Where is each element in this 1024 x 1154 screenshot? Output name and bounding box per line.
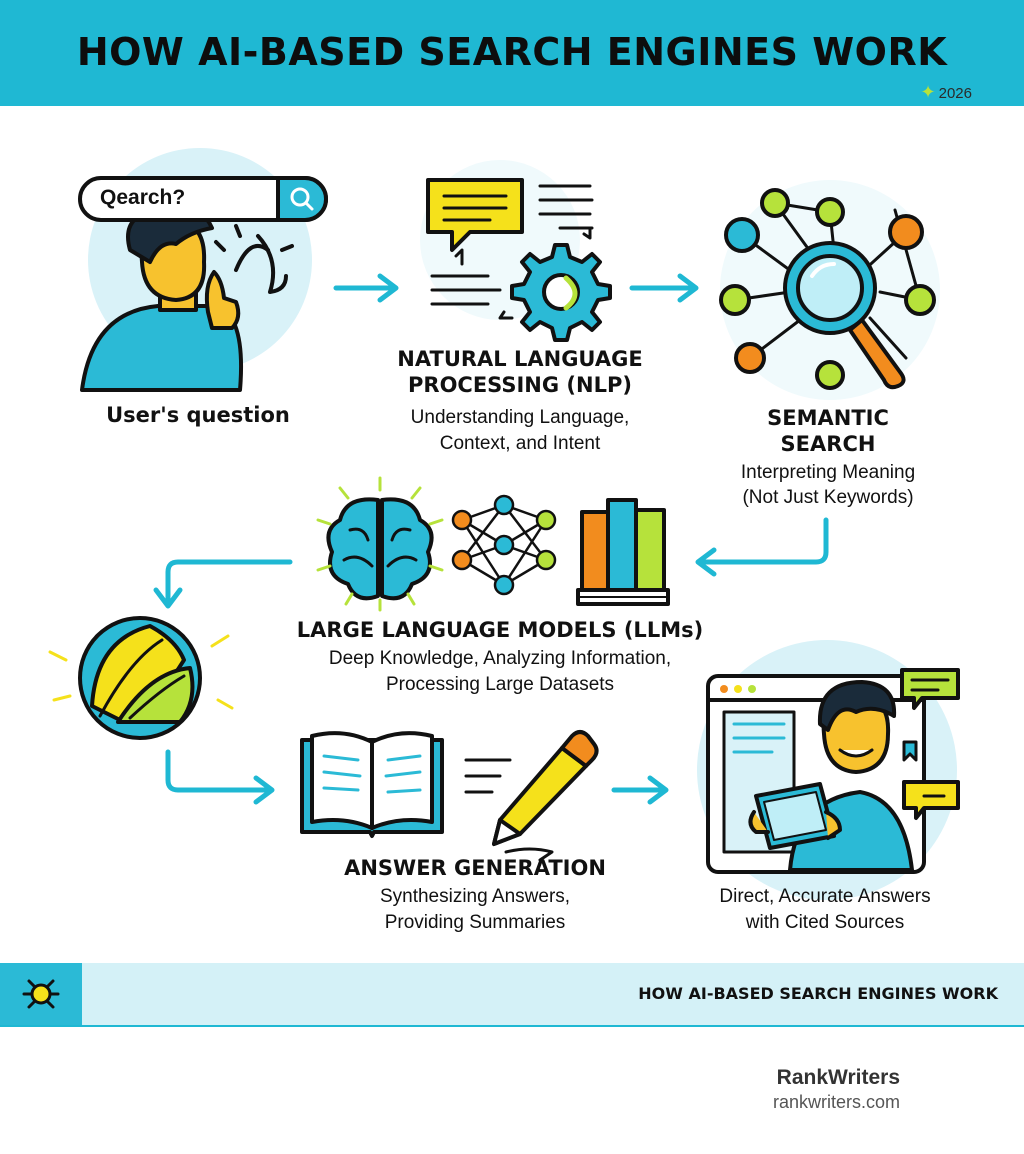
- neural-network-icon: [451, 494, 557, 596]
- nlp-desc-line1: Understanding Language,: [410, 407, 630, 428]
- year-badge: ✦2026: [921, 82, 972, 103]
- search-icon: [290, 187, 314, 211]
- nlp-title-line2: PROCESSING (NLP): [408, 373, 632, 397]
- footer-caption: HOW AI-BASED SEARCH ENGINES WORK: [638, 984, 998, 1003]
- arrow-llm-to-leaf: [153, 559, 293, 609]
- semantic-desc-line2: (Not Just Keywords): [742, 487, 914, 508]
- search-button[interactable]: [276, 176, 328, 222]
- arrow-leaf-to-answer: [165, 749, 275, 805]
- arrow-semantic-to-llm: [695, 517, 829, 577]
- open-book-icon: [300, 731, 444, 838]
- user-question-label: User's question: [106, 403, 290, 427]
- search-input-text: Qearch?: [100, 186, 186, 209]
- leaf-icon: [48, 616, 234, 740]
- pencil-icon: [464, 730, 599, 862]
- header-band: [0, 0, 1024, 106]
- gear-icon: [510, 243, 612, 342]
- llm-desc-line2: Processing Large Datasets: [385, 674, 615, 695]
- books-icon: [576, 498, 670, 606]
- network-magnifier-icon: [719, 188, 936, 390]
- arrow-user-to-nlp: [333, 273, 399, 303]
- brand-name: RankWriters: [776, 1066, 900, 1089]
- nlp-title-line1: NATURAL LANGUAGE: [397, 347, 643, 371]
- llm-title: LARGE LANGUAGE MODELS (LLMs): [296, 618, 704, 642]
- llm-desc-line1: Deep Knowledge, Analyzing Information,: [328, 648, 672, 669]
- semantic-desc-line1: Interpreting Meaning: [740, 462, 916, 483]
- result-desc-line1: Direct, Accurate Answers: [719, 886, 931, 907]
- flow-arrows: [153, 273, 829, 805]
- result-desc-line2: with Cited Sources: [745, 912, 905, 933]
- page-title: HOW AI-BASED SEARCH ENGINES WORK: [76, 30, 948, 74]
- year-text: 2026: [938, 85, 972, 102]
- brain-icon: [316, 476, 444, 612]
- llm-icons: [316, 476, 670, 612]
- brand-url[interactable]: rankwriters.com: [772, 1092, 900, 1112]
- sparkle-icon: ✦: [920, 82, 936, 102]
- arrow-nlp-to-semantic: [629, 273, 699, 303]
- answer-desc-line2: Providing Summaries: [384, 912, 566, 933]
- footer-bug-icon: [22, 979, 60, 1009]
- footer-band: [0, 963, 1024, 1027]
- browser-person-icon: [706, 668, 960, 874]
- nlp-icons: [426, 178, 612, 342]
- semantic-title-line2: SEARCH: [780, 432, 876, 456]
- arrow-answer-to-result: [611, 775, 669, 805]
- semantic-title-line1: SEMANTIC: [767, 406, 889, 430]
- nlp-desc-line2: Context, and Intent: [439, 433, 601, 454]
- answer-title: ANSWER GENERATION: [344, 856, 606, 880]
- answer-desc-line1: Synthesizing Answers,: [379, 886, 571, 907]
